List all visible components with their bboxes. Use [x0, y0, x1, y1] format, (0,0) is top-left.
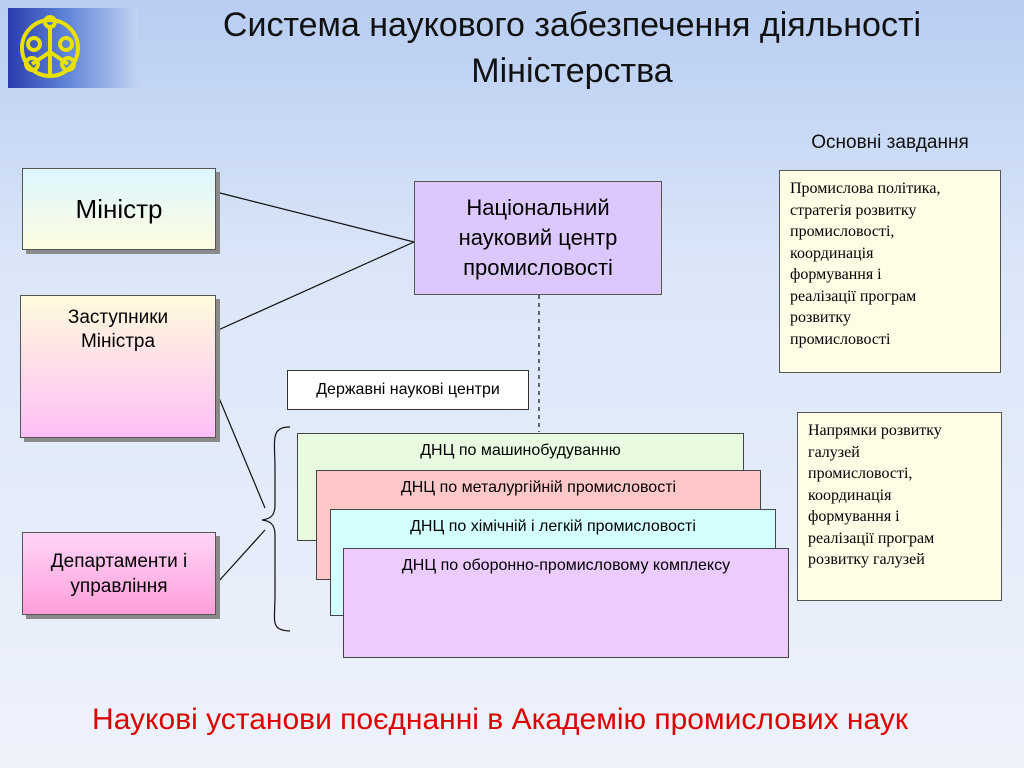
task-line: координація: [790, 244, 874, 262]
deputies-label-line-2: Міністра: [80, 331, 156, 352]
deputies-box: Заступники Міністра: [20, 295, 216, 438]
connector-minister-center: [215, 191, 415, 243]
state-centers-label: Державні наукові центри: [287, 370, 529, 410]
task-line: промисловості: [790, 330, 891, 348]
connector-deputies-center: [215, 241, 415, 332]
dnc-label: ДНЦ по хімічній і легкій промисловості: [410, 518, 696, 535]
task-line: галузей: [808, 443, 860, 461]
national-center-line-3: промисловості: [463, 255, 613, 280]
task-line: координація: [808, 486, 892, 504]
minister-label: Міністр: [75, 193, 163, 224]
connector-deputies-brace: [213, 385, 266, 509]
brace-bracket: [261, 426, 291, 632]
departments-box: Департаменти і управління: [22, 532, 216, 615]
footer-note: Наукові установи поєднанні в Академію пр…: [92, 703, 908, 736]
national-center-line-2: науковий центр: [458, 225, 618, 250]
page-title-line-2: Міністерства: [471, 52, 673, 90]
task-line: формування і: [790, 266, 882, 283]
departments-label-line-1: Департаменти і: [50, 550, 188, 572]
task-line: формування і: [808, 508, 900, 525]
task-box-branch-directions: Напрямки розвитку галузей промисловості,…: [797, 412, 1002, 601]
dnc-label: ДНЦ по металургійній промисловості: [400, 479, 677, 496]
task-line: розвитку галузей: [808, 551, 925, 568]
task-line: промисловості,: [808, 465, 913, 482]
connector-departments-brace: [217, 529, 266, 583]
dnc-label: ДНЦ по оборонно-промисловому комплексу: [401, 557, 731, 574]
departments-label-line-2: управління: [70, 575, 168, 597]
task-line: реалізації програм: [808, 529, 935, 547]
task-line: стратегія розвитку: [790, 201, 917, 219]
ministry-emblem-icon: [20, 15, 80, 78]
task-line: реалізації програм: [790, 287, 917, 305]
minister-box: Міністр: [22, 168, 216, 250]
dnc-label: ДНЦ по машинобудуванню: [420, 442, 621, 459]
task-box-industrial-policy: Промислова політика, стратегія розвитку …: [779, 170, 1001, 373]
tasks-heading: Основні завдання: [811, 132, 969, 153]
task-line: Промислова політика,: [790, 180, 941, 197]
state-centers-text: Державні наукові центри: [316, 381, 500, 398]
page-title: Система наукового забезпечення діяльност…: [140, 2, 1004, 94]
logo: [8, 8, 138, 88]
page-title-line-1: Система наукового забезпечення діяльност…: [222, 6, 922, 44]
task-line: промисловості,: [790, 223, 895, 240]
national-center-line-1: Національний: [466, 195, 610, 220]
dnc-box-defense: ДНЦ по оборонно-промисловому комплексу: [343, 548, 789, 658]
task-line: розвитку: [790, 309, 851, 326]
national-center-box: Національний науковий центр промисловост…: [414, 181, 662, 295]
deputies-label-line-1: Заступники: [67, 307, 169, 328]
task-line: Напрямки розвитку: [808, 422, 942, 439]
